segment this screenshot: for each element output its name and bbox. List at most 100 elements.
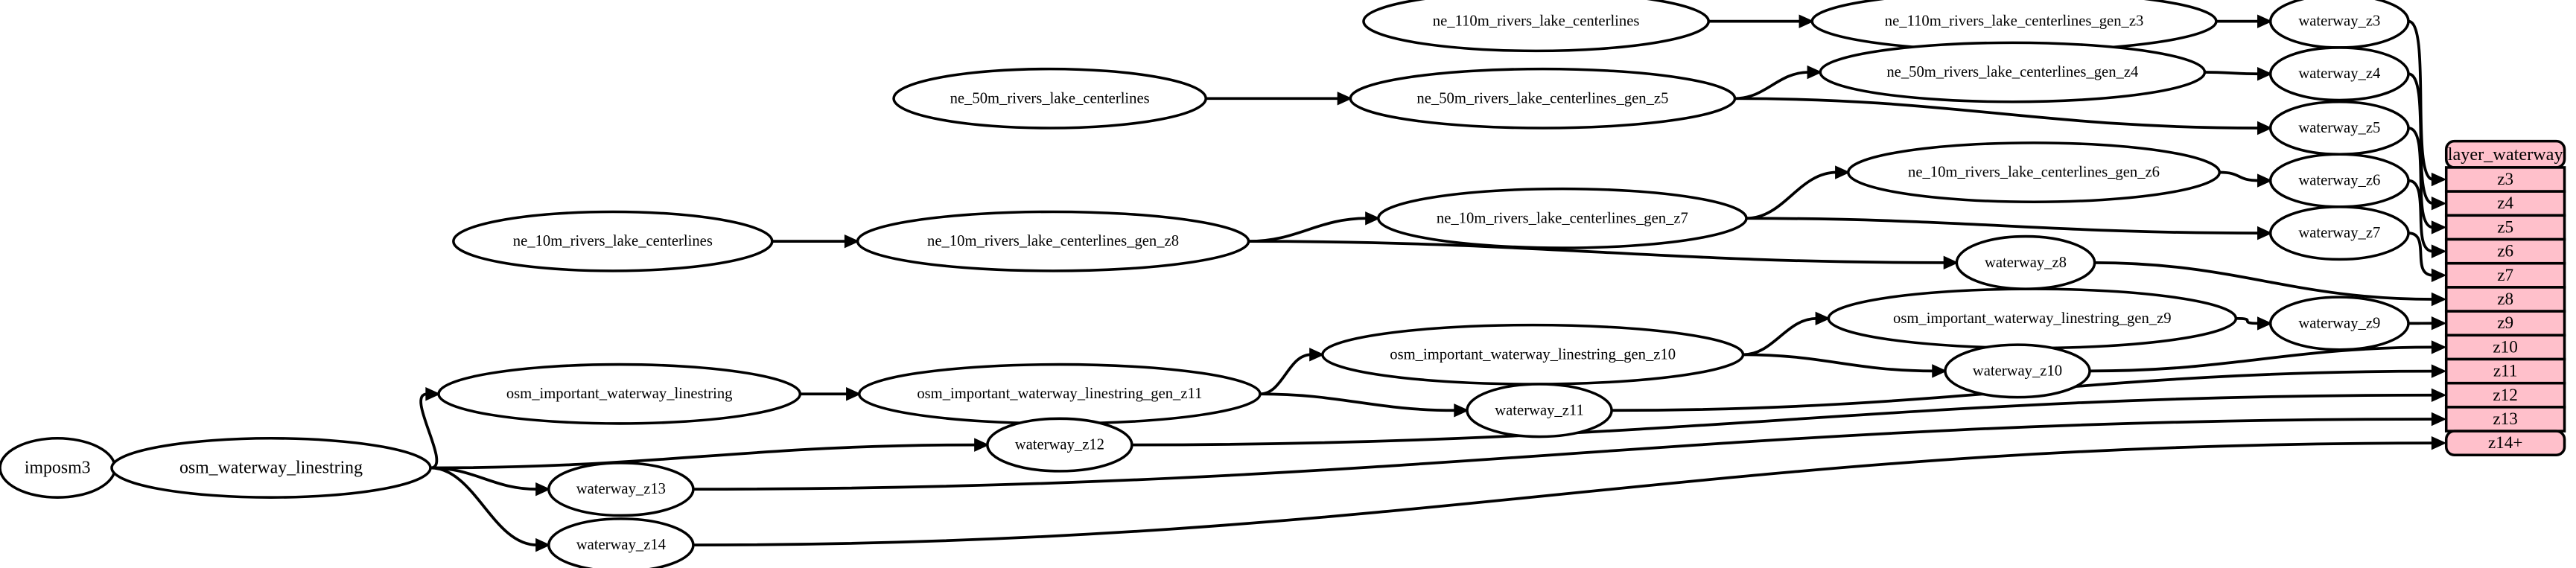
edge-waterway_z4-to-layer_waterway-z4 <box>2408 72 2434 205</box>
node-ne_110m_rivers_lake_centerlines_gen_z3[interactable]: ne_110m_rivers_lake_centerlines_gen_z3 <box>1810 0 2218 53</box>
arrowhead-icon <box>2431 172 2447 187</box>
node-label-waterway_z4: waterway_z4 <box>2298 66 2380 82</box>
node-shape-ne_110m_rivers_lake_centerlines <box>1362 0 1710 53</box>
edge-ne_10m_rivers_lake_centerlines_gen_z6-to-waterway_z6 <box>2219 170 2259 182</box>
node-label-waterway_z10: waterway_z10 <box>1973 363 2062 379</box>
node-shape-ne_10m_rivers_lake_centerlines_gen_z8 <box>856 210 1250 272</box>
node-waterway_z13[interactable]: waterway_z13 <box>547 462 695 517</box>
node-shape-ne_10m_rivers_lake_centerlines_gen_z7 <box>1377 187 1748 249</box>
node-label-imposm3: imposm3 <box>25 458 91 477</box>
record-cell-label-z12: z12 <box>2493 386 2517 405</box>
record-cell-z9[interactable] <box>2444 310 2566 337</box>
node-waterway_z3[interactable]: waterway_z3 <box>2268 0 2410 49</box>
node-shape-waterway_z8 <box>1955 234 2096 290</box>
record-cell-z14plus[interactable] <box>2444 430 2566 457</box>
node-waterway_z14[interactable]: waterway_z14 <box>547 517 695 568</box>
edge-osm_important_waterway_linestring_gen_z11-to-waterway_z11 <box>1259 392 1456 412</box>
node-label-waterway_z8: waterway_z8 <box>1985 255 2067 271</box>
arrowhead-icon <box>2257 14 2273 28</box>
node-imposm3[interactable]: imposm3 <box>0 437 117 499</box>
arrowhead-icon <box>1932 364 1947 378</box>
node-waterway_z11[interactable]: waterway_z11 <box>1466 383 1613 438</box>
node-shape-waterway_z4 <box>2268 46 2410 102</box>
arrowhead-icon <box>2431 364 2447 378</box>
edge-waterway_z13-to-layer_waterway-z13 <box>693 418 2434 491</box>
edge-waterway_z14-to-layer_waterway-z14+ <box>693 441 2434 547</box>
record-cell-label-z3: z3 <box>2497 170 2513 189</box>
arrowhead-icon <box>1799 14 1814 28</box>
edge-waterway_z10-to-layer_waterway-z10 <box>2090 345 2434 373</box>
edge-osm_important_waterway_linestring_gen_z10-to-osm_important_waterway_linestring_gen_z9 <box>1743 316 1817 357</box>
node-osm_important_waterway_linestring[interactable]: osm_important_waterway_linestring <box>437 363 802 425</box>
record-cell-z13[interactable] <box>2444 406 2566 433</box>
node-waterway_z6[interactable]: waterway_z6 <box>2268 153 2410 208</box>
node-label-waterway_z9: waterway_z9 <box>2298 315 2380 331</box>
node-shape-ne_10m_rivers_lake_centerlines <box>452 210 774 272</box>
node-shape-ne_10m_rivers_lake_centerlines_gen_z6 <box>1846 141 2222 204</box>
node-waterway_z10[interactable]: waterway_z10 <box>1944 343 2091 399</box>
record-cell-z7[interactable] <box>2444 261 2566 289</box>
arrowhead-icon <box>1309 348 1325 362</box>
node-shape-waterway_z12 <box>986 417 1133 473</box>
node-osm_important_waterway_linestring_gen_z11[interactable]: osm_important_waterway_linestring_gen_z1… <box>857 363 1262 425</box>
edge-osm_waterway_linestring-to-waterway_z13 <box>430 466 538 491</box>
edge-waterway_z12-to-layer_waterway-z12 <box>1131 393 2434 447</box>
node-label-osm_waterway_linestring: osm_waterway_linestring <box>179 458 363 477</box>
node-waterway_z4[interactable]: waterway_z4 <box>2268 46 2410 102</box>
arrowhead-icon <box>846 387 862 401</box>
node-ne_50m_rivers_lake_centerlines_gen_z5[interactable]: ne_50m_rivers_lake_centerlines_gen_z5 <box>1349 67 1737 130</box>
node-label-osm_important_waterway_linestring_gen_z10: osm_important_waterway_linestring_gen_z1… <box>1390 346 1676 363</box>
node-waterway_z9[interactable]: waterway_z9 <box>2268 296 2410 351</box>
arrowhead-icon <box>1337 92 1352 106</box>
node-ne_50m_rivers_lake_centerlines[interactable]: ne_50m_rivers_lake_centerlines <box>892 67 1207 130</box>
node-waterway_z5[interactable]: waterway_z5 <box>2268 100 2410 156</box>
node-label-ne_50m_rivers_lake_centerlines_gen_z5: ne_50m_rivers_lake_centerlines_gen_z5 <box>1416 90 1668 106</box>
node-shape-osm_waterway_linestring <box>110 437 432 499</box>
record-cell-label-z7: z7 <box>2497 266 2513 285</box>
record-node-layer: layer_waterwayz3z4z5z6z7z8z9z10z11z12z13… <box>2444 139 2566 457</box>
arrowhead-icon <box>2431 316 2447 331</box>
node-ne_10m_rivers_lake_centerlines_gen_z7[interactable]: ne_10m_rivers_lake_centerlines_gen_z7 <box>1377 187 1748 249</box>
edge-ne_10m_rivers_lake_centerlines_gen_z7-to-waterway_z7 <box>1746 217 2259 235</box>
record-cell-z12[interactable] <box>2444 381 2566 409</box>
node-ne_50m_rivers_lake_centerlines_gen_z4[interactable]: ne_50m_rivers_lake_centerlines_gen_z4 <box>1819 41 2207 103</box>
node-waterway_z12[interactable]: waterway_z12 <box>986 417 1133 473</box>
arrowhead-icon <box>1807 65 1822 80</box>
node-waterway_z7[interactable]: waterway_z7 <box>2268 205 2410 261</box>
nodes-layer: imposm3 osm_waterway_linestring osm_import… <box>0 0 2410 568</box>
record-cell-label-z8: z8 <box>2497 290 2513 309</box>
edge-waterway_z7-to-layer_waterway-z7 <box>2408 232 2434 277</box>
node-ne_10m_rivers_lake_centerlines[interactable]: ne_10m_rivers_lake_centerlines <box>452 210 774 272</box>
record-node-layer-waterway[interactable]: layer_waterwayz3z4z5z6z7z8z9z10z11z12z13… <box>2444 139 2566 457</box>
node-shape-waterway_z10 <box>1944 343 2091 399</box>
node-label-ne_10m_rivers_lake_centerlines_gen_z6: ne_10m_rivers_lake_centerlines_gen_z6 <box>1908 165 2160 181</box>
node-shape-waterway_z13 <box>547 462 695 517</box>
node-label-osm_important_waterway_linestring_gen_z9: osm_important_waterway_linestring_gen_z9 <box>1893 310 2172 327</box>
node-waterway_z8[interactable]: waterway_z8 <box>1955 234 2096 290</box>
node-osm_waterway_linestring[interactable]: osm_waterway_linestring <box>110 437 432 499</box>
record-cell-label-z10: z10 <box>2493 337 2517 357</box>
node-osm_important_waterway_linestring_gen_z9[interactable]: osm_important_waterway_linestring_gen_z9 <box>1827 287 2238 350</box>
arrowhead-icon <box>1365 211 1381 226</box>
node-ne_10m_rivers_lake_centerlines_gen_z6[interactable]: ne_10m_rivers_lake_centerlines_gen_z6 <box>1846 141 2222 204</box>
record-cell-z6[interactable] <box>2444 237 2566 265</box>
arrowhead-icon <box>1835 165 1851 179</box>
node-label-waterway_z13: waterway_z13 <box>576 481 666 497</box>
arrowhead-icon <box>2257 316 2273 331</box>
node-label-waterway_z5: waterway_z5 <box>2298 120 2380 136</box>
edge-ne_50m_rivers_lake_centerlines_gen_z5-to-waterway_z5 <box>1734 97 2259 130</box>
arrowhead-icon <box>844 234 860 249</box>
node-ne_10m_rivers_lake_centerlines_gen_z8[interactable]: ne_10m_rivers_lake_centerlines_gen_z8 <box>856 210 1250 272</box>
record-cell-z3[interactable] <box>2444 166 2566 193</box>
arrowhead-icon <box>2257 67 2273 81</box>
arrowhead-icon <box>2431 268 2447 283</box>
node-ne_110m_rivers_lake_centerlines[interactable]: ne_110m_rivers_lake_centerlines <box>1362 0 1710 53</box>
node-shape-waterway_z7 <box>2268 205 2410 261</box>
node-label-ne_110m_rivers_lake_centerlines_gen_z3: ne_110m_rivers_lake_centerlines_gen_z3 <box>1885 13 2144 30</box>
node-label-waterway_z12: waterway_z12 <box>1015 437 1104 453</box>
edge-osm_important_waterway_linestring_gen_z10-to-waterway_z10 <box>1743 353 1934 373</box>
node-label-osm_important_waterway_linestring: osm_important_waterway_linestring <box>506 386 733 402</box>
record-header-label: layer_waterway <box>2448 144 2564 165</box>
arrowhead-icon <box>2431 388 2447 403</box>
node-osm_important_waterway_linestring_gen_z10[interactable]: osm_important_waterway_linestring_gen_z1… <box>1321 323 1745 386</box>
